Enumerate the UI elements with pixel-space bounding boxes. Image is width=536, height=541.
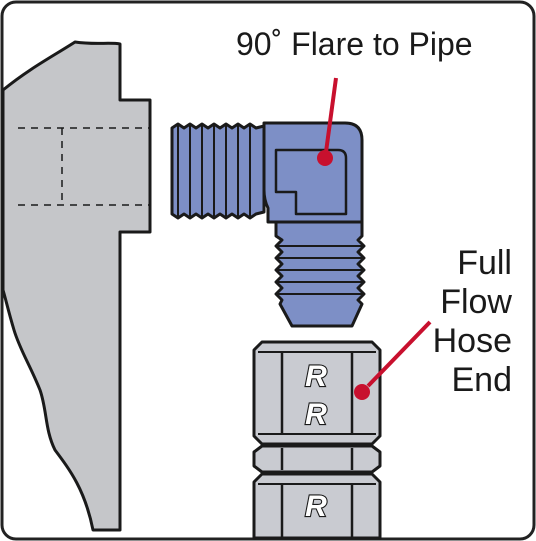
- label-flare-to-pipe: 90˚ Flare to Pipe: [236, 26, 473, 62]
- elbow-body: [262, 121, 364, 224]
- brand-logo: R: [305, 360, 327, 393]
- pipe-thread: [170, 122, 266, 220]
- brand-logo: R: [305, 398, 327, 431]
- label-full-flow-hose-end: Full Flow Hose End: [392, 244, 512, 400]
- hose-end-socket: [252, 472, 382, 540]
- label-line: End: [451, 361, 513, 399]
- hose-end-collar: [252, 444, 382, 474]
- engine-block: [1, 40, 152, 532]
- elbow-hex-flat: [274, 148, 348, 216]
- label-line: Full: [457, 244, 512, 282]
- hose-end-hex-nut: [252, 340, 382, 446]
- leader-hose-end: [354, 320, 432, 400]
- label-line: Flow: [440, 283, 512, 321]
- flare-thread: [274, 220, 366, 328]
- flare-to-pipe-fitting: [170, 121, 366, 328]
- brand-logo: R: [305, 490, 327, 523]
- leader-flare: [317, 77, 338, 166]
- label-line: Hose: [432, 322, 512, 360]
- full-flow-hose-end: R R R: [252, 340, 382, 540]
